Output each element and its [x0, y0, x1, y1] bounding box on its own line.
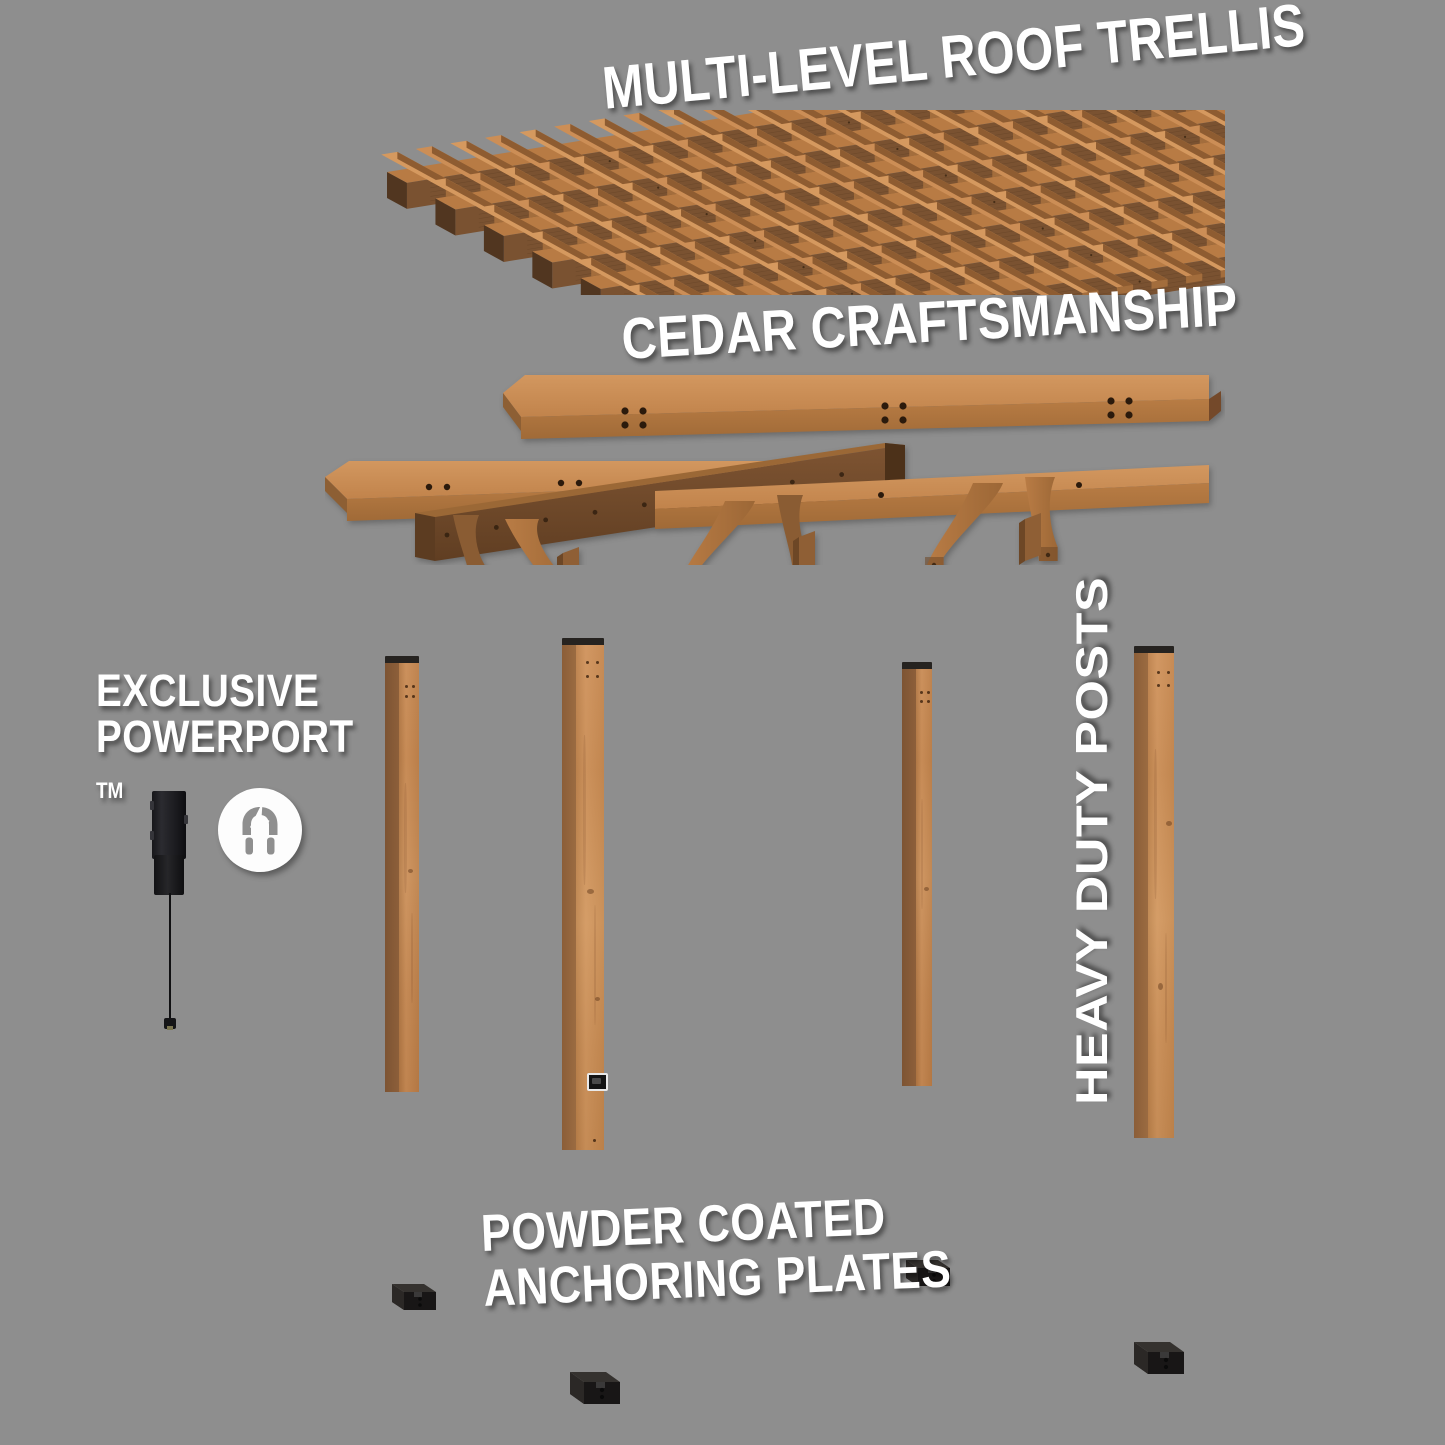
powerport-device: [150, 791, 188, 895]
post-side-face: [385, 663, 399, 1092]
post-side-face: [562, 645, 576, 1150]
post-cap: [385, 656, 419, 665]
powerport-body: [150, 791, 188, 859]
post-front-face: [916, 669, 932, 1086]
powerport-outlet-on-post[interactable]: [587, 1073, 608, 1091]
anchoring-plate-2: [570, 1372, 620, 1404]
label-powerport-line2: POWERPORT TM: [96, 710, 354, 806]
post-cap: [562, 638, 604, 647]
label-powerport-line1: EXCLUSIVE: [96, 665, 320, 716]
post-front-face: [1148, 653, 1174, 1138]
roof-trellis-assembly: [381, 110, 1225, 295]
heavy-duty-post-4: [1134, 646, 1174, 1138]
post-front-face: [399, 663, 419, 1092]
anchoring-plate-4: [1134, 1342, 1184, 1374]
label-roof-trellis: MULTI-LEVEL ROOF TRELLIS: [599, 0, 1308, 122]
electric-plug-icon: [218, 788, 302, 872]
anchoring-plate-1: [392, 1284, 436, 1310]
powerport-base: [154, 855, 184, 895]
post-cap: [1134, 646, 1174, 655]
heavy-duty-post-1: [385, 656, 419, 1092]
label-roof-trellis-text: MULTI-LEVEL ROOF TRELLIS: [599, 0, 1308, 122]
powerport-plug: [164, 1018, 176, 1030]
powerport-cord: [169, 893, 171, 1021]
label-anchoring-plates: POWDER COATED ANCHORING PLATES: [480, 1188, 952, 1318]
label-exclusive-powerport: EXCLUSIVE POWERPORT TM: [96, 668, 354, 806]
cedar-beam-assembly: [325, 375, 1221, 565]
label-heavy-duty-posts-text: HEAVY DUTY POSTS: [1067, 576, 1118, 1105]
anchoring-plate-3: [906, 1260, 950, 1286]
trademark-mark: TM: [96, 777, 124, 803]
label-powerport-word: POWERPORT: [96, 710, 354, 762]
post-front-face: [576, 645, 608, 1150]
post-cap: [902, 662, 932, 671]
heavy-duty-post-3: [902, 662, 932, 1086]
label-heavy-duty-posts: HEAVY DUTY POSTS: [1067, 576, 1118, 1105]
post-side-face: [902, 669, 916, 1086]
post-side-face: [1134, 653, 1148, 1138]
heavy-duty-post-2: [562, 638, 608, 1150]
